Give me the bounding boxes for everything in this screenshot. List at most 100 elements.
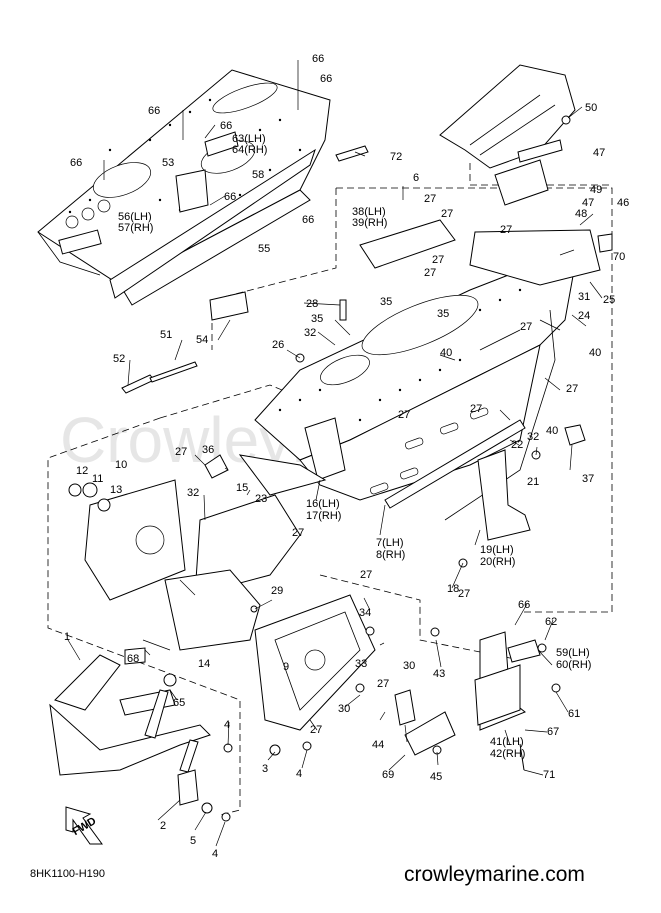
frame-rear-plate-31 (469, 229, 601, 286)
callout-41lh: 41(LH) (490, 736, 524, 748)
seal-13 (97, 498, 111, 512)
frame-front-opening (320, 354, 370, 386)
bolt-43 (430, 627, 440, 637)
callout-51: 51 (160, 329, 172, 341)
callout-62: 62 (545, 616, 557, 628)
frame-side-wall (299, 344, 541, 501)
block-68 (124, 647, 146, 665)
plate-69 (404, 711, 456, 756)
callout-43: 43 (433, 668, 445, 680)
main-frame (254, 219, 601, 521)
callout-27: 27 (520, 321, 532, 333)
bracket-19 (477, 449, 531, 541)
callout-28: 28 (306, 298, 318, 310)
callout-1: 1 (64, 631, 70, 643)
callout-44: 44 (372, 739, 384, 751)
callout-66: 66 (320, 73, 332, 85)
callout-27: 27 (432, 254, 444, 266)
callout-53: 53 (162, 157, 174, 169)
callout-22: 22 (511, 439, 523, 451)
callout-59lh: 59(LH) (556, 647, 590, 659)
rear-right-parts (477, 233, 613, 541)
callout-27: 27 (377, 678, 389, 690)
callout-35: 35 (380, 296, 392, 308)
bracket-53 (175, 169, 209, 213)
bracket-59 (507, 639, 541, 663)
bracket-2 (177, 769, 199, 806)
callout-27: 27 (566, 383, 578, 395)
callout-26: 26 (272, 339, 284, 351)
callout-54: 54 (196, 334, 208, 346)
washer-12 (68, 483, 82, 497)
callout-39rh: 39(RH) (352, 217, 387, 229)
leader-lines (67, 60, 603, 847)
callout-labels: 66 66 66 66 63(LH) 64(RH) 66 53 58 66 56… (64, 53, 629, 860)
plate-16 (304, 417, 346, 481)
callout-27: 27 (470, 403, 482, 415)
callout-40: 40 (546, 425, 558, 437)
callout-21: 21 (527, 476, 539, 488)
callout-66: 66 (224, 191, 236, 203)
tunnel-rail-55 (109, 148, 316, 299)
fwd-arrow-icon (65, 806, 103, 845)
callout-30: 30 (403, 660, 415, 672)
callout-47: 47 (582, 197, 594, 209)
callout-63lh: 63(LH) (232, 133, 266, 145)
front-parts (68, 454, 327, 687)
clip-70 (597, 233, 613, 253)
rear-group-outline (469, 163, 612, 186)
callout-72: 72 (390, 151, 402, 163)
frame-slots (370, 407, 489, 495)
callout-35: 35 (311, 313, 323, 325)
bolt-4c (221, 812, 231, 822)
frame-rivets (278, 288, 522, 422)
callout-31: 31 (578, 291, 590, 303)
callout-34: 34 (359, 607, 371, 619)
strap-52 (121, 374, 155, 394)
rivet-71 (519, 743, 525, 771)
bracket-14 (164, 569, 261, 651)
callout-47: 47 (593, 147, 605, 159)
frame-1-foot (179, 739, 199, 773)
bolt-61 (551, 683, 561, 693)
callout-13: 13 (110, 484, 122, 496)
callout-4: 4 (296, 768, 302, 780)
bulkhead-group-outline (319, 574, 521, 661)
callout-56lh: 56(LH) (118, 211, 152, 223)
bracket-23 (238, 454, 327, 496)
callout-66: 66 (518, 599, 530, 611)
tunnel-side-rail (119, 189, 311, 306)
callout-37: 37 (582, 473, 594, 485)
group-outlines (47, 163, 613, 816)
nut-3 (269, 744, 281, 756)
rear-flap-plate (517, 139, 563, 163)
callout-32: 32 (187, 487, 199, 499)
callout-23: 23 (255, 493, 267, 505)
tunnel-top-opening (212, 82, 278, 114)
callout-66: 66 (148, 105, 160, 117)
bracket-38 (359, 219, 456, 269)
callout-2: 2 (160, 820, 166, 832)
rear-flap-ribs (469, 94, 556, 156)
callout-66: 66 (302, 214, 314, 226)
callout-46: 46 (617, 197, 629, 209)
callout-10: 10 (115, 459, 127, 471)
tunnel-front-edge (37, 231, 101, 276)
callout-32: 32 (527, 431, 539, 443)
rear-flap-bracket (494, 159, 549, 206)
callout-24: 24 (578, 310, 590, 322)
callout-70: 70 (613, 251, 625, 263)
tunnel-cutout-front (92, 162, 152, 198)
strap-51 (149, 361, 198, 383)
callout-7lh: 7(LH) (376, 537, 404, 549)
callout-52: 52 (113, 353, 125, 365)
callout-61: 61 (568, 708, 580, 720)
callout-27: 27 (175, 446, 187, 458)
tunnel-assembly (37, 69, 369, 306)
callout-71: 71 (543, 769, 555, 781)
callout-6: 6 (413, 172, 419, 184)
callout-30: 30 (338, 703, 350, 715)
callout-8rh: 8(RH) (376, 549, 405, 561)
front-frame-1 (49, 654, 213, 814)
